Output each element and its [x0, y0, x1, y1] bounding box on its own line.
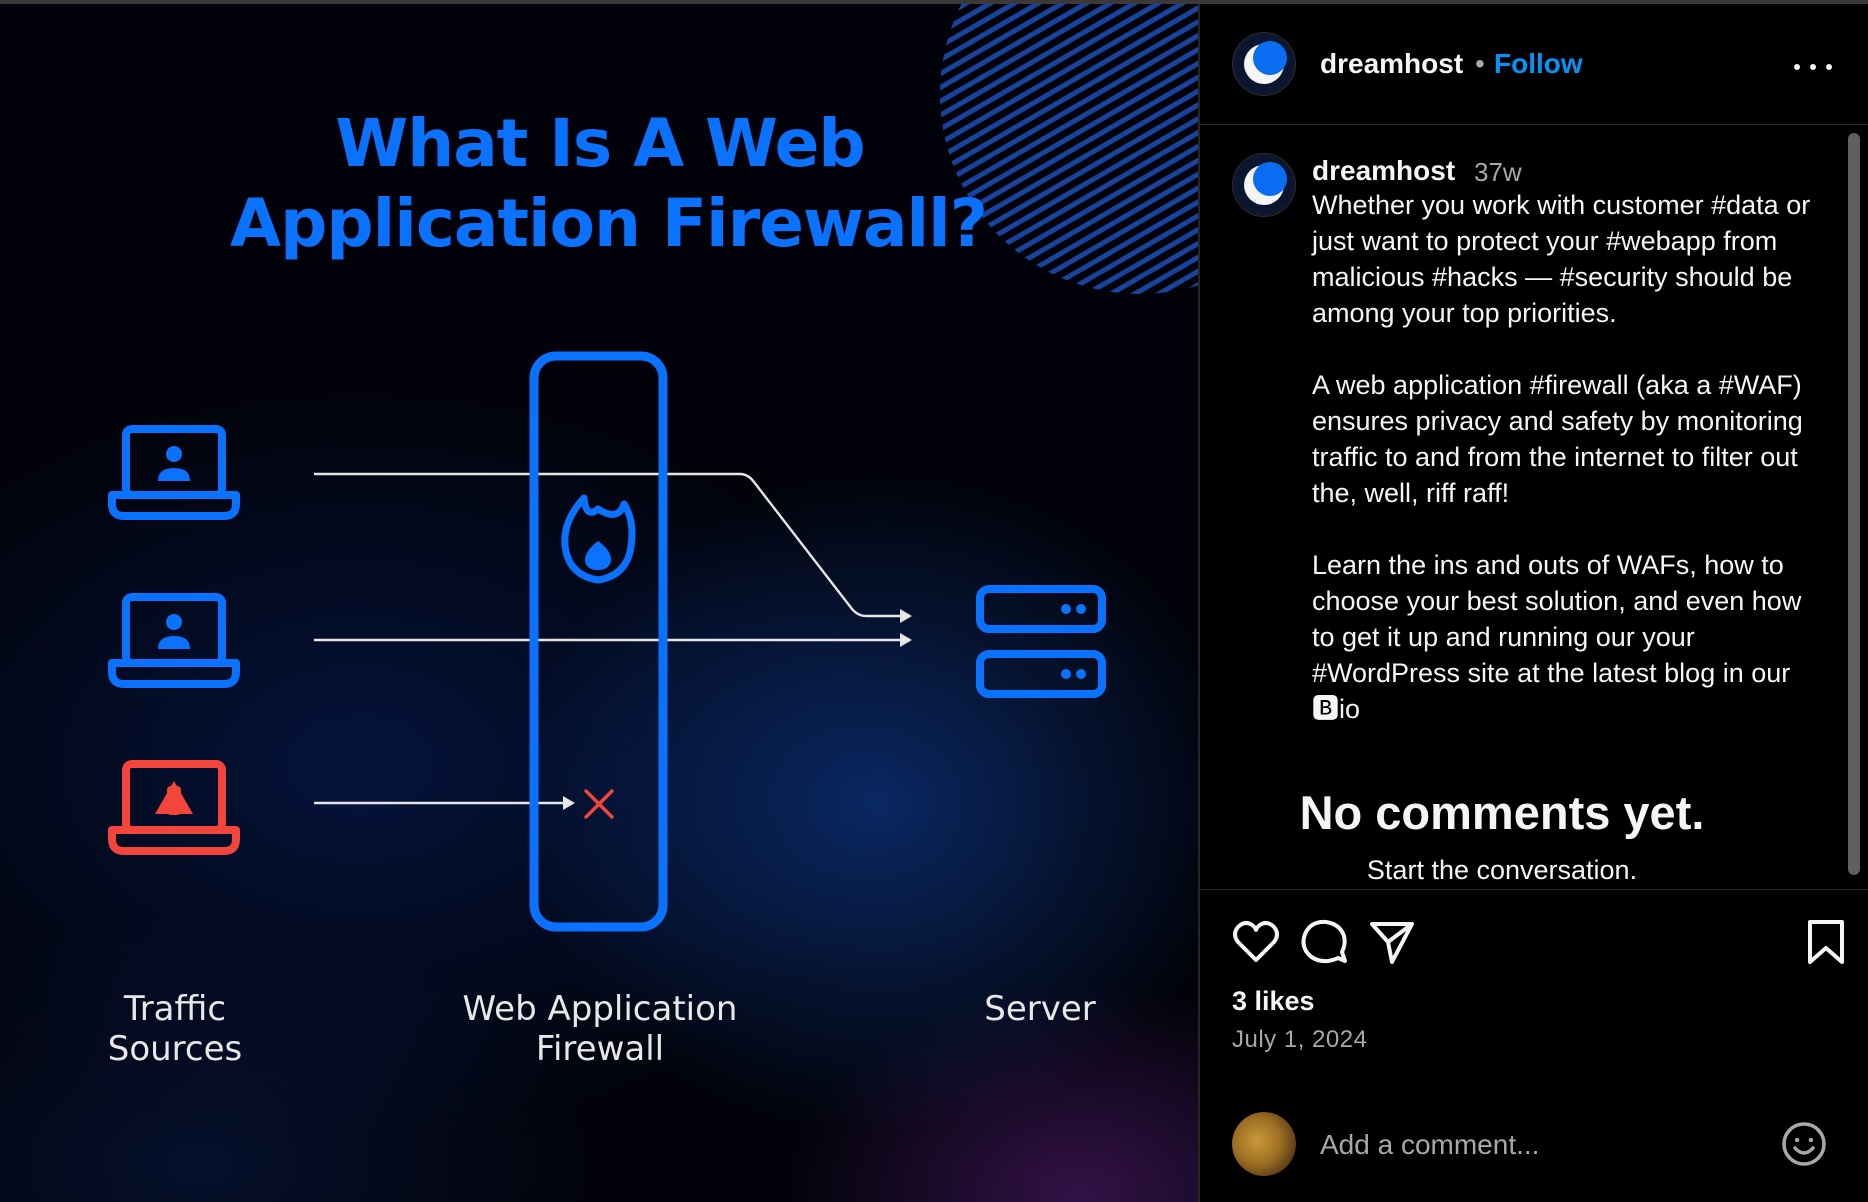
caption-username[interactable]: dreamhost	[1312, 155, 1456, 186]
caption-text: Whether you work with customer #data or …	[1312, 190, 1811, 724]
caption-timestamp[interactable]: 37w	[1474, 157, 1522, 187]
traffic-label-line-2: Sources	[107, 1029, 243, 1069]
comments-panel[interactable]: dreamhost 37w Whether you work with cust…	[1200, 125, 1868, 889]
current-user-avatar[interactable]	[1232, 1112, 1296, 1176]
actions-divider	[1200, 889, 1868, 890]
server-icon	[976, 585, 1106, 698]
flame-icon	[561, 494, 636, 584]
share-icon[interactable]	[1366, 916, 1418, 968]
emoji-icon[interactable]	[1778, 1118, 1830, 1170]
media-title-line-1: What Is A Web	[335, 105, 865, 182]
moon-logo-icon	[1244, 162, 1287, 205]
arrow-heads	[563, 609, 912, 810]
comment-bar	[1200, 1104, 1868, 1202]
top-border	[0, 0, 1868, 4]
dreamhost-avatar[interactable]	[1232, 32, 1296, 96]
header-username[interactable]: dreamhost	[1320, 48, 1464, 79]
post-header: dreamhost • Follow	[1200, 4, 1868, 125]
post-sidebar: dreamhost • Follow dreamhost 37w Whether…	[1200, 4, 1868, 1202]
scrollbar-thumb[interactable]	[1848, 133, 1860, 875]
likes-count[interactable]: 3 likes	[1232, 986, 1315, 1016]
laptop-user-icon	[108, 593, 240, 688]
traffic-label-line-1: Traffic	[123, 989, 227, 1029]
server-label: Server	[984, 989, 1096, 1029]
media-illustration	[108, 4, 1198, 932]
comments-scrollbar[interactable]	[1844, 129, 1864, 879]
heart-icon[interactable]	[1230, 916, 1282, 968]
start-conversation-text: Start the conversation.	[1366, 855, 1638, 885]
moon-logo-icon	[1244, 41, 1287, 84]
media-title: What Is A Web Application Firewall?	[230, 104, 988, 264]
media-title-line-2: Application Firewall?	[230, 185, 988, 262]
firewall-label-line-2: Firewall	[535, 1029, 665, 1069]
firewall-label-line-1: Web Application	[462, 989, 738, 1029]
laptop-user-icon	[108, 425, 240, 520]
bookmark-icon[interactable]	[1800, 916, 1852, 968]
caption-avatar[interactable]	[1232, 153, 1296, 217]
laptop-warning-icon	[108, 760, 240, 855]
header-separator: •	[1475, 48, 1485, 79]
traffic-lines	[314, 472, 905, 805]
follow-button[interactable]: Follow	[1494, 48, 1583, 79]
panel-divider	[1198, 4, 1200, 1202]
post-media[interactable]: What Is A Web Application Firewall? Traf…	[0, 4, 1198, 1202]
blocked-x-icon	[584, 789, 614, 819]
no-comments-title: No comments yet.	[1299, 786, 1705, 839]
post-date[interactable]: July 1, 2024	[1232, 1026, 1368, 1053]
comment-input[interactable]	[1318, 1122, 1742, 1168]
more-icon[interactable]	[1790, 46, 1840, 86]
comment-icon[interactable]	[1298, 916, 1350, 968]
firewall-column	[529, 351, 668, 932]
firewall-label: Web Application Firewall	[440, 989, 760, 1069]
traffic-sources-label: Traffic Sources	[70, 989, 280, 1069]
